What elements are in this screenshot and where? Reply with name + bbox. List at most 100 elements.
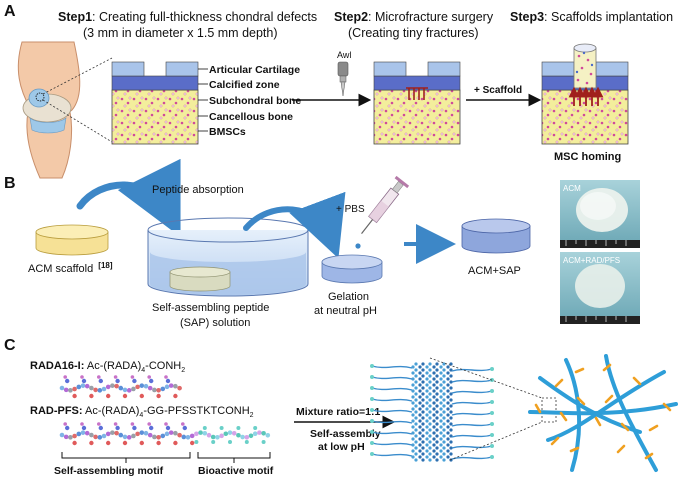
rada16-seq-sub2: 2 (181, 367, 185, 374)
fiber-unit (421, 368, 425, 372)
atom (72, 393, 77, 399)
fiber-branch (371, 420, 413, 424)
fiber-unit (421, 440, 425, 444)
fiber-unit (439, 383, 443, 387)
fiber-unit (421, 386, 425, 390)
fiber-branch (451, 456, 493, 460)
motif-tick (576, 396, 586, 406)
fiber-branch (451, 412, 493, 416)
fiber-unit (428, 392, 432, 396)
fiber-unit (442, 404, 446, 408)
fiber-unit (439, 377, 443, 381)
fiber-unit (435, 422, 439, 426)
fiber-unit (435, 434, 439, 438)
atom (244, 440, 249, 444)
fiber-unit (414, 416, 418, 420)
radpfs-seq-b: -GG-PFSSTKTCONH (143, 405, 249, 417)
fiber-unit (425, 401, 429, 405)
atom (147, 385, 153, 391)
pbs-label: + PBS (336, 204, 365, 215)
fiber-unit (435, 440, 439, 444)
self-assembly-line2: at low pH (318, 441, 365, 453)
fiber-unit (446, 443, 450, 447)
fiber-unit (425, 395, 429, 399)
fiber-unit (442, 422, 446, 426)
atom (160, 433, 166, 439)
fiber-unit (425, 449, 429, 453)
fiber-unit (411, 425, 415, 429)
atom (211, 440, 216, 444)
motif-tick (554, 378, 564, 388)
fiber-branch (451, 434, 493, 438)
fiber-unit (449, 368, 453, 372)
atom (84, 430, 90, 436)
fiber-unit (421, 434, 425, 438)
fiber-unit (432, 419, 436, 423)
fiber-unit (421, 398, 425, 402)
fiber-unit (421, 416, 425, 420)
self-assembling-motif-label: Self-assembling motif (54, 465, 164, 477)
atom (113, 375, 118, 379)
fiber-tip (370, 452, 374, 456)
fiber-unit (428, 428, 432, 432)
fiber-unit (449, 392, 453, 396)
fiber-unit (421, 362, 425, 366)
atom (131, 433, 136, 439)
msc-homing-label: MSC homing (554, 151, 621, 163)
fiber-unit (442, 386, 446, 390)
fiber-unit (446, 455, 450, 459)
fiber-unit (439, 413, 443, 417)
motif-tick (534, 403, 542, 414)
fiber-tip (490, 411, 494, 415)
fiber-unit (421, 458, 425, 462)
fiber-unit (442, 380, 446, 384)
fiber-unit (411, 431, 415, 435)
fiber-unit (449, 428, 453, 432)
fiber-unit (428, 422, 432, 426)
motif-tick (648, 424, 659, 432)
fiber-unit (414, 422, 418, 426)
motif-tick (569, 446, 580, 453)
atom (59, 385, 65, 391)
atom (126, 435, 132, 440)
atom (177, 432, 182, 438)
atom (147, 375, 151, 379)
fiber-unit (446, 437, 450, 441)
atom (115, 378, 120, 384)
radpfs-seq-a: Ac-(RADA) (83, 405, 140, 417)
atom (81, 425, 87, 431)
step3-title: Step3: Scaffolds implantation (510, 10, 673, 24)
fiber-unit (442, 416, 446, 420)
fiber-unit (425, 377, 429, 381)
fiber-unit (435, 380, 439, 384)
fiber-unit (446, 395, 450, 399)
fiber-unit (439, 455, 443, 459)
fiber-unit (411, 449, 415, 453)
atom (72, 433, 77, 439)
fiber-unit (425, 455, 429, 459)
fiber-unit (414, 446, 418, 450)
fiber-unit (411, 407, 415, 411)
atom (97, 435, 103, 440)
fiber-unit (425, 437, 429, 441)
photo-acm-rad-pfs-label: ACM+RAD/PFS (563, 256, 620, 265)
atom (182, 425, 187, 431)
atom (89, 432, 94, 438)
fiber-unit (411, 365, 415, 369)
atom (72, 386, 77, 392)
fiber-unit (421, 380, 425, 384)
atom (181, 434, 187, 440)
zoom-line-bottom (42, 99, 113, 143)
tissue-block-step1 (111, 61, 199, 145)
step1-title: Step1: Creating full-thickness chondral … (58, 10, 317, 24)
fiber-unit (421, 404, 425, 408)
fiber-branch (451, 401, 493, 405)
photo-acm: ACM (560, 180, 640, 248)
layer-label-2: Subchondral bone (209, 95, 301, 107)
atom (114, 383, 119, 389)
atom (160, 386, 166, 392)
fiber-unit (411, 395, 415, 399)
atom (81, 378, 87, 384)
fiber-unit (425, 407, 429, 411)
fiber-unit (435, 362, 439, 366)
